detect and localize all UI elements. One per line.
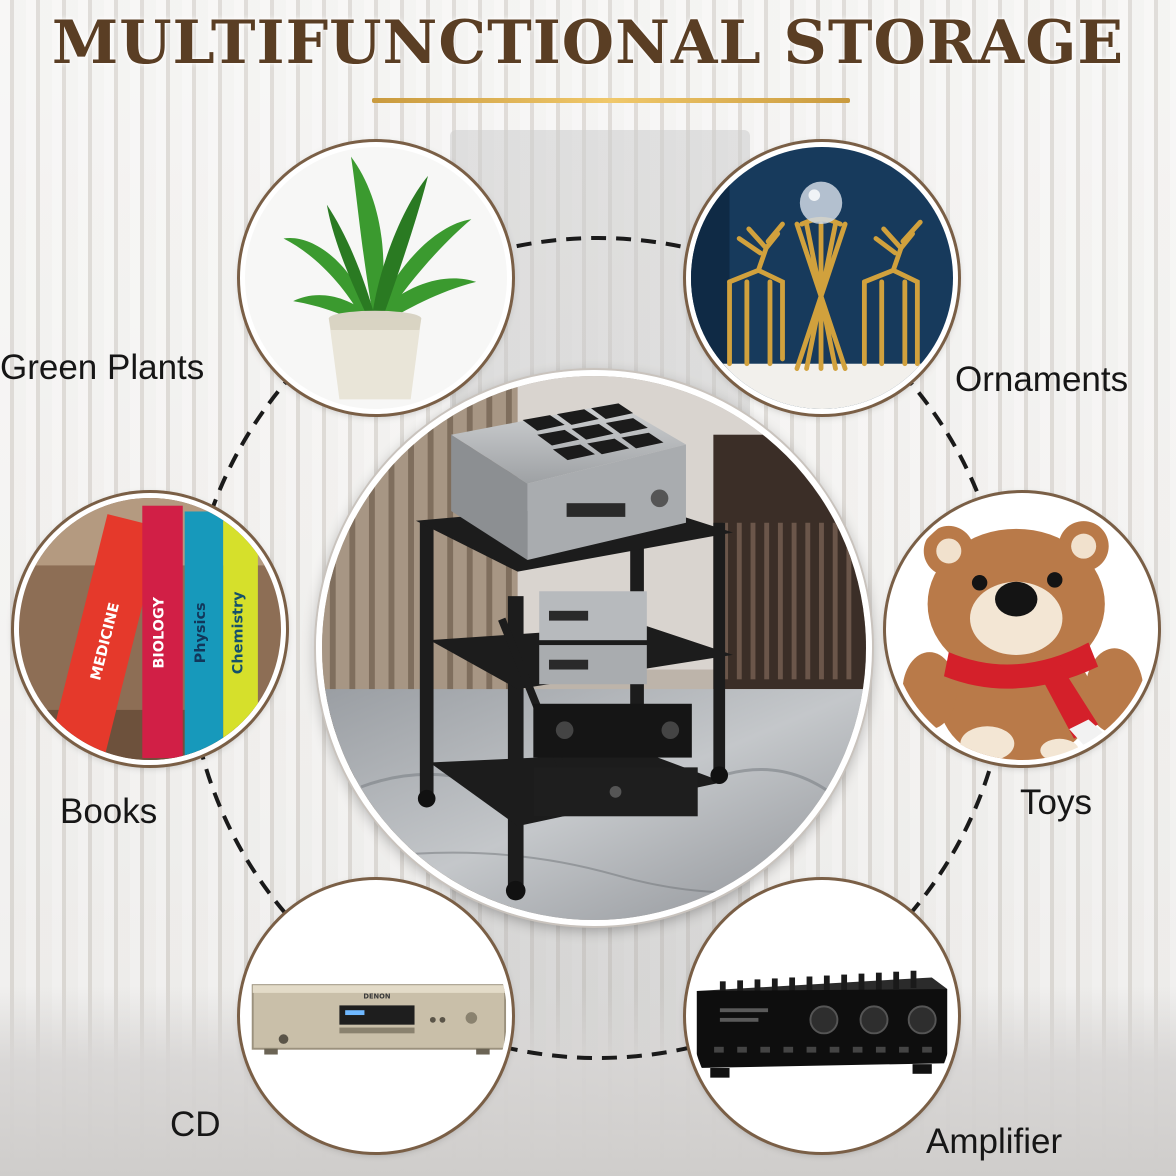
potted-plant-icon: [245, 147, 507, 409]
label-ornaments: Ornaments: [955, 360, 1129, 399]
label-amplifier: Amplifier: [926, 1122, 1063, 1161]
label-books: Books: [60, 792, 158, 831]
cd-player-icon: DENON: [245, 885, 507, 1147]
stereo-rack-cart-icon: [322, 376, 866, 920]
book-spine-biology: BIOLOGY: [151, 597, 167, 669]
book-spine-physics: Physics: [193, 602, 209, 663]
books-image: MEDICINE BIOLOGY Physics Chemistry: [14, 493, 286, 765]
label-green-plants: Green Plants: [0, 348, 205, 387]
page-title: MULTIFUNCTIONAL STORAGE: [51, 8, 1125, 78]
title-underline: [372, 98, 850, 103]
background-floor: [0, 986, 1176, 1176]
center-product-image: [316, 370, 872, 926]
label-toys: Toys: [1020, 783, 1092, 822]
cd-brand-label: DENON: [363, 993, 391, 1001]
book-spine-chemistry: Chemistry: [230, 591, 246, 674]
toys-image: [886, 493, 1158, 765]
books-icon: MEDICINE BIOLOGY Physics Chemistry: [19, 498, 281, 760]
teddy-bear-icon: [891, 498, 1153, 760]
ornaments-image: [686, 142, 958, 414]
cd-image: DENON: [240, 880, 512, 1152]
gold-deer-ornament-icon: [691, 147, 953, 409]
green-plants-image: [240, 142, 512, 414]
amplifier-icon: [691, 885, 953, 1147]
label-cd: CD: [170, 1105, 221, 1144]
amplifier-image: [686, 880, 958, 1152]
